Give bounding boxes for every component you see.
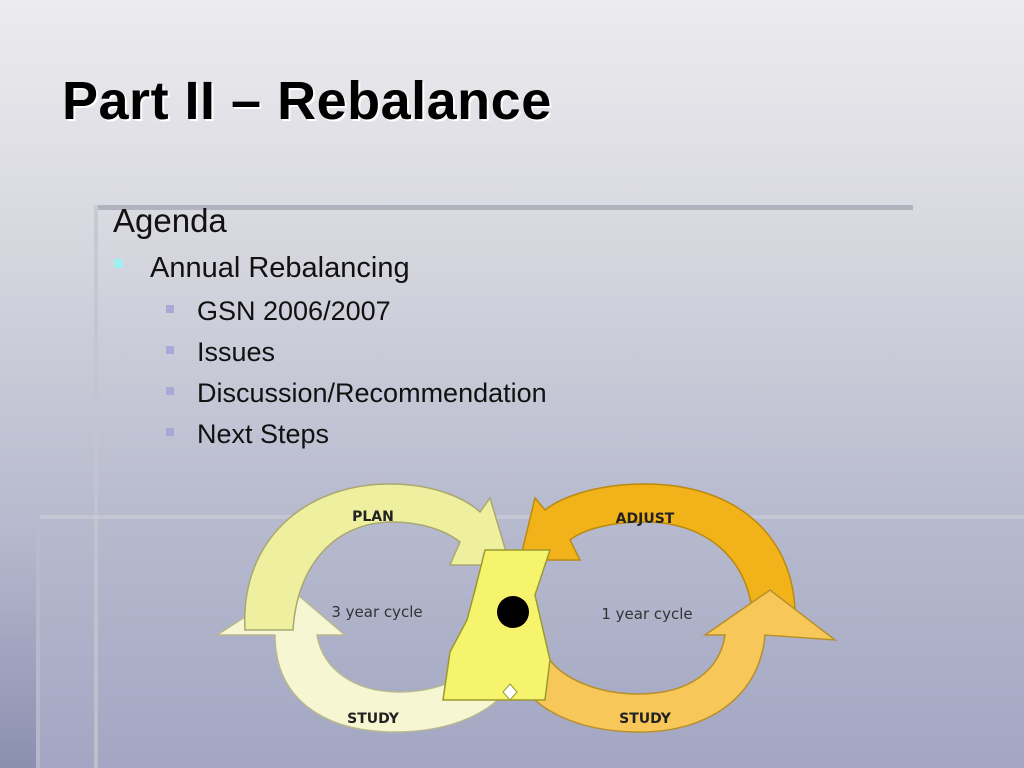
bullet-label: Issues (197, 337, 276, 367)
left-center-label: 3 year cycle (331, 603, 422, 621)
bullet-label: Discussion/Recommendation (197, 378, 547, 408)
square-bullet-icon (166, 304, 174, 313)
square-bullet-icon (166, 386, 174, 395)
agenda-heading: Agenda (113, 202, 227, 239)
right-bottom-label: STUDY (619, 711, 672, 727)
left-top-label: PLAN (352, 509, 394, 525)
square-bullet-icon (166, 345, 174, 354)
left-bottom-label: STUDY (347, 711, 400, 727)
bullet-label: GSN 2006/2007 (197, 296, 391, 326)
bullet-level2-discussion: Discussion/Recommendation (166, 378, 547, 409)
top-divider-line (98, 205, 913, 210)
bullet-level2-next-steps: Next Steps (166, 419, 329, 450)
center-crossing-shape (442, 549, 552, 701)
left-shade-decoration (0, 515, 36, 768)
right-adjust-arrow (519, 483, 796, 621)
bottom-left-divider-line (36, 515, 40, 768)
square-bullet-icon (114, 259, 123, 268)
center-dot-icon (497, 596, 529, 628)
bullet-level2-issues: Issues (166, 337, 275, 368)
bullet-level1-annual-rebalancing: Annual Rebalancing (114, 252, 410, 285)
left-cycle-loop: PLAN STUDY 3 year cycle (214, 483, 512, 733)
bullet-level2-gsn: GSN 2006/2007 (166, 296, 391, 327)
right-center-label: 1 year cycle (601, 605, 692, 623)
slide-title: Part II – Rebalance (62, 71, 552, 131)
bullet-label: Next Steps (197, 419, 330, 449)
cycle-diagram: PLAN STUDY 3 year cycle ADJUST STUDY 1 y… (214, 483, 838, 733)
left-divider-line (94, 205, 98, 768)
bullet-label: Annual Rebalancing (150, 252, 410, 284)
center-notch-icon (502, 683, 518, 701)
left-plan-arrow (244, 483, 512, 631)
center-hub (442, 549, 552, 701)
right-cycle-loop: ADJUST STUDY 1 year cycle (519, 483, 838, 733)
square-bullet-icon (166, 427, 174, 436)
right-top-label: ADJUST (616, 511, 675, 527)
